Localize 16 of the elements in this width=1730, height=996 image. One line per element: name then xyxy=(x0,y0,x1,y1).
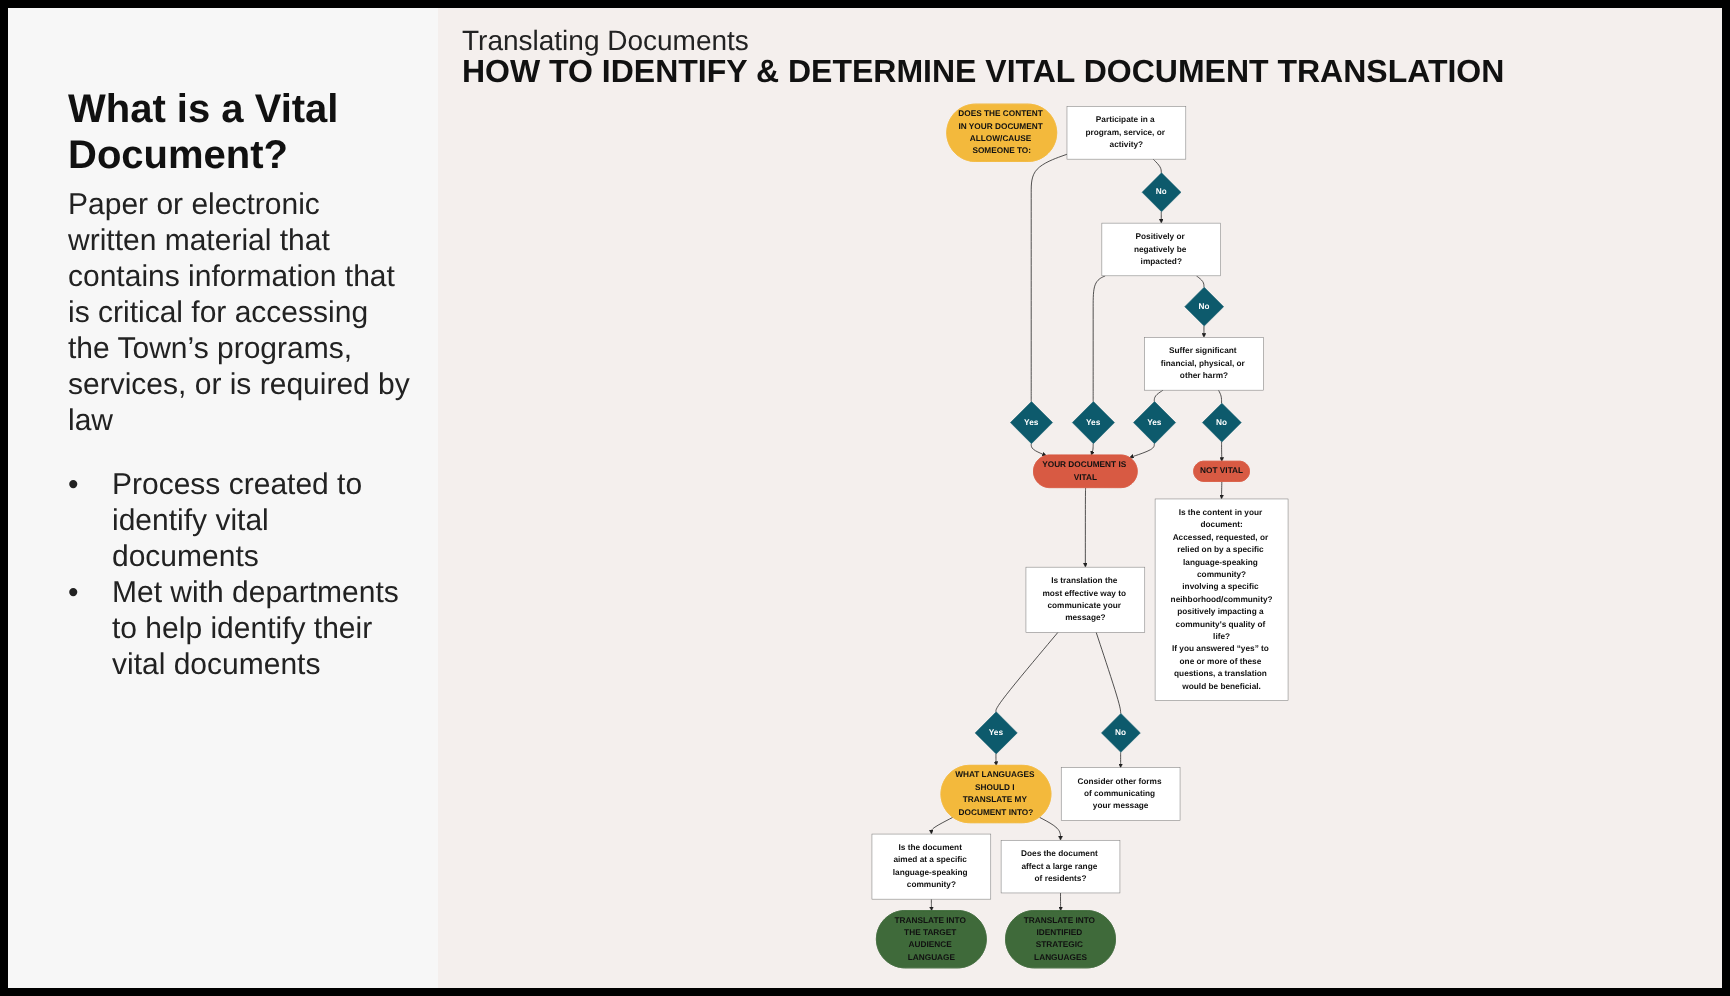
connector xyxy=(1092,275,1106,402)
title: HOW TO IDENTIFY & DETERMINE VITAL DOCUMENT TRANSLATION xyxy=(462,56,1507,92)
connector xyxy=(1095,631,1121,714)
list-item-text: Process created to identify vital documents xyxy=(112,468,365,576)
connector xyxy=(995,631,1059,713)
bullet-marker: • xyxy=(68,468,81,506)
bullet-marker: • xyxy=(68,576,81,614)
connector xyxy=(1030,153,1068,402)
connector xyxy=(1196,275,1205,288)
connector xyxy=(1153,389,1164,402)
connector xyxy=(1218,389,1222,404)
paragraph: Paper or electronic written material that contains information that is critical for accessing the Town’s programs, services, or is required by law xyxy=(68,188,412,440)
list-item-text: Met with departments to help identify their vital documents xyxy=(112,576,401,684)
heading: What is a Vital Document? xyxy=(68,88,341,180)
subtitle: Translating Documents xyxy=(462,24,751,56)
connector xyxy=(1152,158,1162,174)
